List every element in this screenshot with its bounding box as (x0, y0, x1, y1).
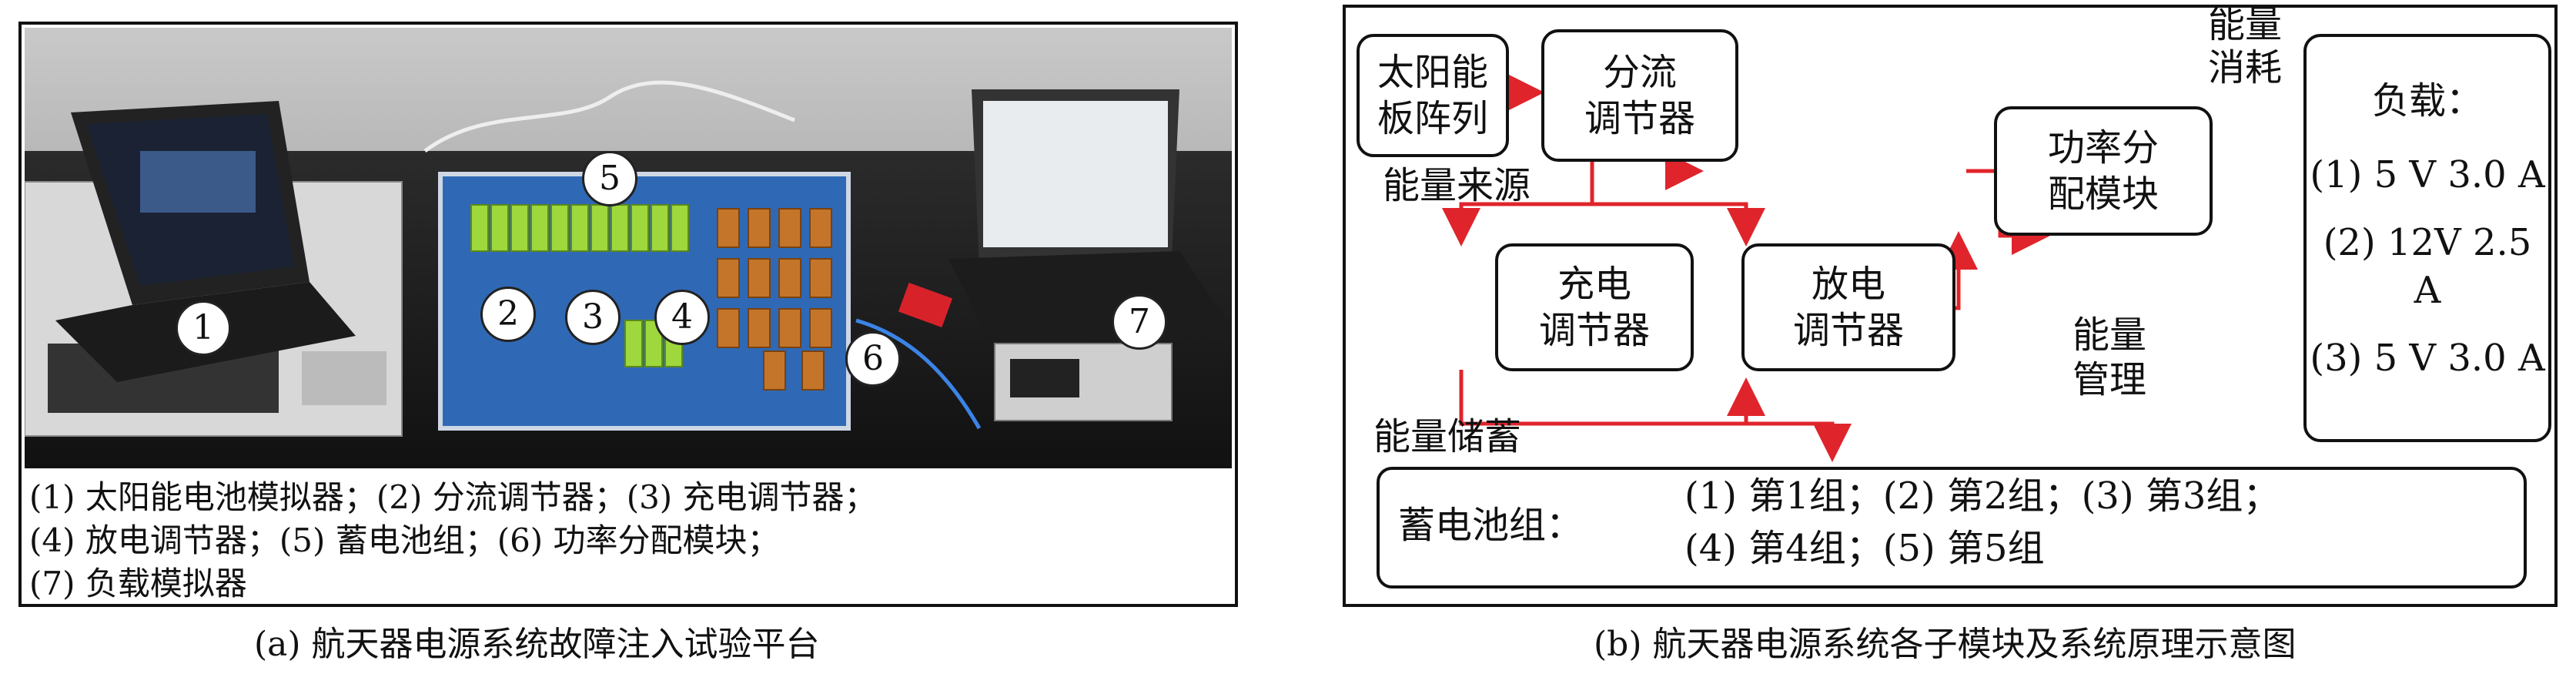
marker-6: 6 (845, 331, 901, 387)
subcaption-b: (b) 航天器电源系统各子模块及系统原理示意图 (1594, 625, 2297, 664)
system-diagram-panel: 太阳能 板阵列 分流 调节器 功率分 配模块 充电 调节器 放电 调节器 负载：… (1343, 3, 2558, 607)
load-item-1: (1) 5 V 3.0 A (2310, 153, 2545, 196)
discharge-regulator-label-1: 放电 (1811, 263, 1885, 306)
marker-2: 2 (480, 287, 536, 342)
pdm-label-2: 配模块 (2047, 173, 2159, 216)
battery-title: 蓄电池组： (1398, 504, 1584, 547)
charge-regulator-label-2: 调节器 (1538, 309, 1650, 352)
arrow-charge-to-battery (1459, 370, 1852, 462)
discharge-regulator-label-2: 调节器 (1792, 309, 1904, 352)
energy-management-label: 能量 管理 (2073, 313, 2146, 402)
solar-array-label-1: 太阳能 (1377, 51, 1488, 94)
energy-consumption-label: 能量 消耗 (2208, 3, 2282, 89)
power-distribution-box: 功率分 配模块 (1994, 106, 2213, 236)
load-item-2: (2) 12V 2.5 A (2323, 221, 2532, 312)
photo-caption: (1) 太阳能电池模拟器；(2) 分流调节器；(3) 充电调节器； (4) 放电… (29, 476, 1229, 605)
marker-7: 7 (1112, 294, 1167, 350)
load-item-3: (3) 5 V 3.0 A (2310, 337, 2545, 380)
marker-3: 3 (565, 290, 621, 345)
shunt-regulator-box: 分流 调节器 (1541, 29, 1738, 162)
energy-consumption-line-2: 消耗 (2208, 46, 2283, 89)
discharge-regulator-box: 放电 调节器 (1741, 243, 1955, 371)
photo-illustration (25, 28, 1232, 468)
marker-5: 5 (582, 151, 637, 206)
caption-line: (4) 放电调节器；(5) 蓄电池组；(6) 功率分配模块； (29, 521, 780, 559)
caption-line: (1) 太阳能电池模拟器；(2) 分流调节器；(3) 充电调节器； (29, 478, 877, 516)
test-platform-panel: 1 2 3 4 5 6 7 (1) 太阳能电池模拟器；(2) 分流调节器；(3)… (18, 22, 1238, 607)
arrow-shunt-to-discharge (1592, 202, 1765, 246)
solar-array-box: 太阳能 板阵列 (1357, 34, 1509, 157)
arrow-shunt-to-charge (1442, 162, 1594, 246)
test-platform-photo: 1 2 3 4 5 6 7 (25, 28, 1232, 468)
solar-array-label-2: 板阵列 (1377, 97, 1488, 140)
load-box: 负载： (1) 5 V 3.0 A (2) 12V 2.5 A (3) 5 V … (2303, 34, 2551, 442)
pdm-label-1: 功率分 (2047, 126, 2159, 169)
energy-consumption-line-1: 能量 (2208, 3, 2283, 46)
marker-4: 4 (654, 290, 710, 345)
marker-1: 1 (176, 300, 231, 356)
battery-line-1: (1) 第1组；(2) 第2组；(3) 第3组； (1684, 474, 2280, 518)
energy-management-line-1: 能量 (2073, 314, 2147, 357)
energy-source-label: 能量来源 (1383, 164, 1531, 207)
caption-line: (7) 负载模拟器 (29, 565, 247, 602)
subcaption-a: (a) 航天器电源系统故障注入试验平台 (254, 625, 820, 664)
load-title: 负载： (2371, 79, 2483, 122)
shunt-regulator-label-2: 调节器 (1584, 97, 1695, 140)
battery-box: 蓄电池组： (1) 第1组；(2) 第2组；(3) 第3组； (4) 第4组；(… (1377, 467, 2527, 588)
charge-regulator-box: 充电 调节器 (1495, 243, 1694, 371)
energy-management-line-2: 管理 (2073, 358, 2147, 401)
charge-regulator-label-1: 充电 (1557, 263, 1631, 306)
energy-storage-label: 能量储蓄 (1373, 415, 1522, 458)
shunt-regulator-label-1: 分流 (1602, 51, 1677, 94)
battery-line-2: (4) 第4组；(5) 第5组 (1684, 527, 2045, 570)
